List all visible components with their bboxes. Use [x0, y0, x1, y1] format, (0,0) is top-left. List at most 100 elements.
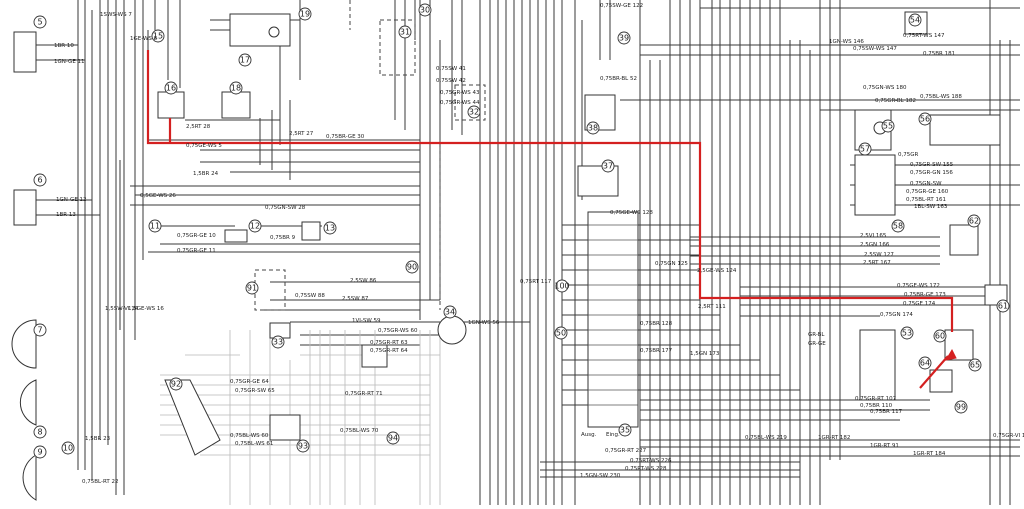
wire-label: 1,5BR 23: [85, 436, 111, 442]
wire-label: 1GR-RT 182: [818, 435, 850, 441]
component-marker: [554, 326, 568, 340]
component-number: 58: [893, 222, 903, 231]
component-number: 5: [37, 18, 42, 27]
component-38: 38: [586, 121, 600, 135]
component-number: 62: [969, 217, 979, 226]
wire-label: 0,75GR-WS 43: [440, 90, 480, 96]
component-number: 93: [298, 442, 308, 451]
component-number: 31: [400, 28, 410, 37]
component-marker: [33, 445, 47, 459]
wire-label: 0,75GR: [898, 152, 919, 158]
component-90: 90: [405, 260, 419, 274]
component-30: 30: [418, 3, 432, 17]
component-18: 18: [229, 81, 243, 95]
component-number: 50: [556, 329, 566, 338]
component-marker: [248, 219, 262, 233]
wire-label: 0,75RT-WS 228: [625, 466, 667, 472]
component-5: 5: [33, 15, 47, 29]
wire-label: 0,75GR-GE 64: [230, 379, 269, 385]
component-marker: [229, 81, 243, 95]
component-marker: [933, 329, 947, 343]
wire-label: Ausg.: [581, 432, 597, 438]
wire-label: 0,75GR-GE 10: [177, 233, 216, 239]
component-94: 94: [386, 431, 400, 445]
component-number: 55: [883, 122, 893, 131]
wire-label: 0,75BL-RT 161: [906, 197, 946, 203]
component-91: 91: [245, 281, 259, 295]
component-marker: [967, 214, 981, 228]
wire-label: 0,75GR-BL 182: [875, 98, 916, 104]
wire-label: 2,5RT 111: [698, 304, 726, 310]
wire-label: 0,75BL-WS 188: [920, 94, 962, 100]
component-99: 99: [954, 400, 968, 414]
wire-label: 0,75GE-WS 172: [897, 283, 940, 289]
component-50: 50: [554, 326, 568, 340]
wire-label: 1GE-WS 8: [130, 36, 158, 42]
wire-label: 1VI-SW 59: [352, 318, 381, 324]
component-marker: [298, 7, 312, 21]
component-number: 15: [153, 32, 163, 41]
component-number: 6: [37, 176, 42, 185]
wire-label: 0,75BL-RT 22: [82, 479, 119, 485]
component-57: 57: [858, 142, 872, 156]
component-marker: [918, 356, 932, 370]
wire-label: 0,75BR-GE 173: [904, 292, 946, 298]
wire-label: 0,75GN-SW 28: [265, 205, 306, 211]
component-marker: [245, 281, 259, 295]
component-number: 19: [300, 10, 310, 19]
wire-label: 0,75BL-WS 219: [745, 435, 787, 441]
wire-label: GR-BL: [808, 332, 825, 338]
wire-label: 0,75GR-GN 156: [910, 170, 953, 176]
wire-label: 0,75GR-SW 65: [235, 388, 275, 394]
wire-label: 0,75GN 174: [880, 312, 913, 318]
component-10: 10: [61, 441, 75, 455]
wire-label: 0,75BR 177: [640, 348, 673, 354]
wire-label: 0,75BR-GE 30: [326, 134, 365, 140]
wire-label: 0,75GR-WS 44: [440, 100, 480, 106]
component-65: 65: [968, 358, 982, 372]
component-marker: [405, 260, 419, 274]
component-number: 35: [620, 426, 630, 435]
component-number: 53: [902, 329, 912, 338]
wire-label: 1,5SW-VI 14: [105, 306, 139, 312]
wire-label: 2,5RT 167: [863, 260, 891, 266]
component-53: 53: [900, 326, 914, 340]
component-number: 64: [920, 359, 930, 368]
component-16: 16: [164, 81, 178, 95]
component-12: 12: [248, 219, 262, 233]
component-number: 11: [150, 222, 160, 231]
component-37: 37: [601, 159, 615, 173]
component-7: 7: [33, 323, 47, 337]
wire-label: 0,5GE-WS 26: [140, 193, 176, 199]
component-marker: [891, 219, 905, 233]
component-number: 7: [37, 326, 42, 335]
component-number: 60: [935, 332, 945, 341]
wire-lines: [11, 0, 1020, 505]
wire-label: 1GR-RT 91: [870, 443, 899, 449]
wire-label: 0,75SW 42: [436, 78, 466, 84]
component-100: 100: [554, 279, 570, 293]
component-marker: [61, 441, 75, 455]
component-marker: [169, 377, 183, 391]
component-15: 15: [151, 29, 165, 43]
component-marker: [323, 221, 337, 235]
wire-label: 2,5VI 165: [860, 233, 887, 239]
wire-label: 0,75GE 174: [903, 301, 936, 307]
wire-label: 0,75GE-WS 5: [186, 143, 222, 149]
wire-label: 0,75GR-RT 107: [855, 396, 897, 402]
component-55: 55: [881, 119, 895, 133]
wire-label: 1,5GE-WS 16: [128, 306, 164, 312]
wire-label: 1GN-GE 11: [54, 59, 85, 65]
component-marker: [908, 13, 922, 27]
component-marker: [954, 400, 968, 414]
component-6: 6: [33, 173, 47, 187]
component-marker: [601, 159, 615, 173]
wire-label: 1,5GN-SW 230: [580, 473, 621, 479]
wire-label: 0,75RT 117: [520, 279, 552, 285]
wire-label: 0,75SW-WS 147: [853, 46, 897, 52]
wire-label: 1,5GN 173: [690, 351, 720, 357]
wire-label: 0,75GR-VI 182: [993, 433, 1024, 439]
wire-label: 0,75BL-WS 70: [340, 428, 379, 434]
